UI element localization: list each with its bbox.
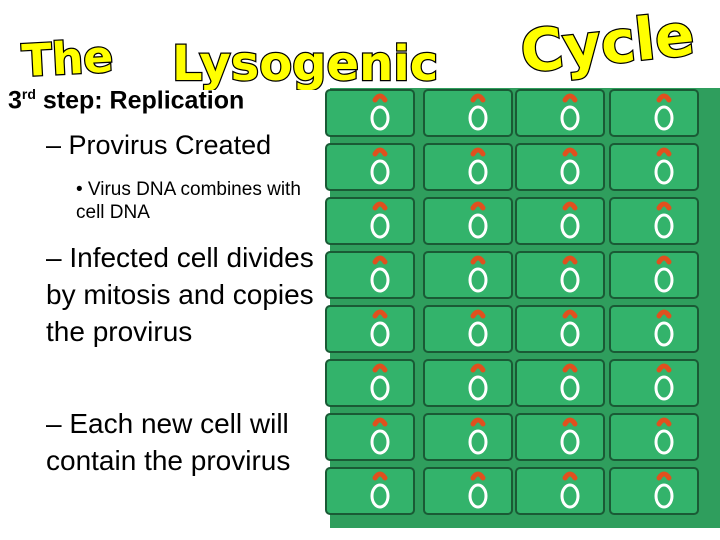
- cell-body: [326, 306, 414, 352]
- infected-cell: [424, 414, 512, 460]
- bullet-provirus-created: – Provirus Created: [46, 130, 271, 161]
- cell-body: [424, 306, 512, 352]
- step-ordinal: 3: [8, 86, 22, 114]
- cell-body: [516, 414, 604, 460]
- infected-cell: [326, 468, 414, 514]
- cell-body: [424, 252, 512, 298]
- cell-body: [516, 144, 604, 190]
- infected-cell: [610, 90, 698, 136]
- cell-body: [424, 90, 512, 136]
- infected-cell: [326, 360, 414, 406]
- cell-body: [326, 414, 414, 460]
- cell-body: [326, 360, 414, 406]
- infected-cell: [610, 414, 698, 460]
- cell-body: [610, 360, 698, 406]
- cell-body: [610, 144, 698, 190]
- infected-cell: [424, 198, 512, 244]
- cell-body: [326, 198, 414, 244]
- cell-body: [424, 198, 512, 244]
- infected-cell: [326, 144, 414, 190]
- infected-cell: [326, 198, 414, 244]
- cell-body: [610, 252, 698, 298]
- infected-cell: [326, 414, 414, 460]
- cell-body: [610, 468, 698, 514]
- step-ordinal-suffix: rd: [22, 86, 36, 102]
- infected-cell: [516, 90, 604, 136]
- bullet-each-new-cell: – Each new cell will contain the proviru…: [46, 405, 326, 479]
- cell-body: [424, 144, 512, 190]
- infected-cell: [516, 252, 604, 298]
- infected-cell: [610, 252, 698, 298]
- cell-body: [326, 468, 414, 514]
- step-heading: 3rd step: Replication: [8, 86, 244, 115]
- infected-cell: [326, 90, 414, 136]
- infected-cell: [424, 252, 512, 298]
- cell-body: [610, 198, 698, 244]
- infected-cell: [610, 144, 698, 190]
- infected-cell: [610, 198, 698, 244]
- infected-cell: [610, 360, 698, 406]
- cell-body: [326, 252, 414, 298]
- infected-cell: [326, 252, 414, 298]
- cell-body: [326, 90, 414, 136]
- infected-cell: [516, 360, 604, 406]
- cell-body: [610, 90, 698, 136]
- cell-body: [424, 414, 512, 460]
- infected-cell: [424, 360, 512, 406]
- infected-cell: [516, 414, 604, 460]
- cell-body: [516, 252, 604, 298]
- cell-body: [516, 198, 604, 244]
- cell-body: [424, 360, 512, 406]
- cell-body: [516, 90, 604, 136]
- infected-cell: [516, 198, 604, 244]
- cell-body: [326, 144, 414, 190]
- infected-cell: [424, 144, 512, 190]
- infected-cell: [424, 306, 512, 352]
- infected-cell: [516, 144, 604, 190]
- infected-cell: [424, 468, 512, 514]
- cell-body: [610, 414, 698, 460]
- cell-body: [516, 306, 604, 352]
- sub-bullet-virus-dna: • Virus DNA combines with cell DNA: [76, 178, 326, 224]
- infected-cell: [424, 90, 512, 136]
- infected-cell: [326, 306, 414, 352]
- cell-body: [516, 360, 604, 406]
- infected-cell: [516, 468, 604, 514]
- cell-body: [516, 468, 604, 514]
- bullet-infected-cell-divides: – Infected cell divides by mitosis and c…: [46, 239, 326, 350]
- infected-cell: [610, 306, 698, 352]
- infected-cell: [516, 306, 604, 352]
- step-heading-text: step: Replication: [36, 86, 244, 114]
- cell-body: [424, 468, 512, 514]
- infected-cell: [610, 468, 698, 514]
- cell-body: [610, 306, 698, 352]
